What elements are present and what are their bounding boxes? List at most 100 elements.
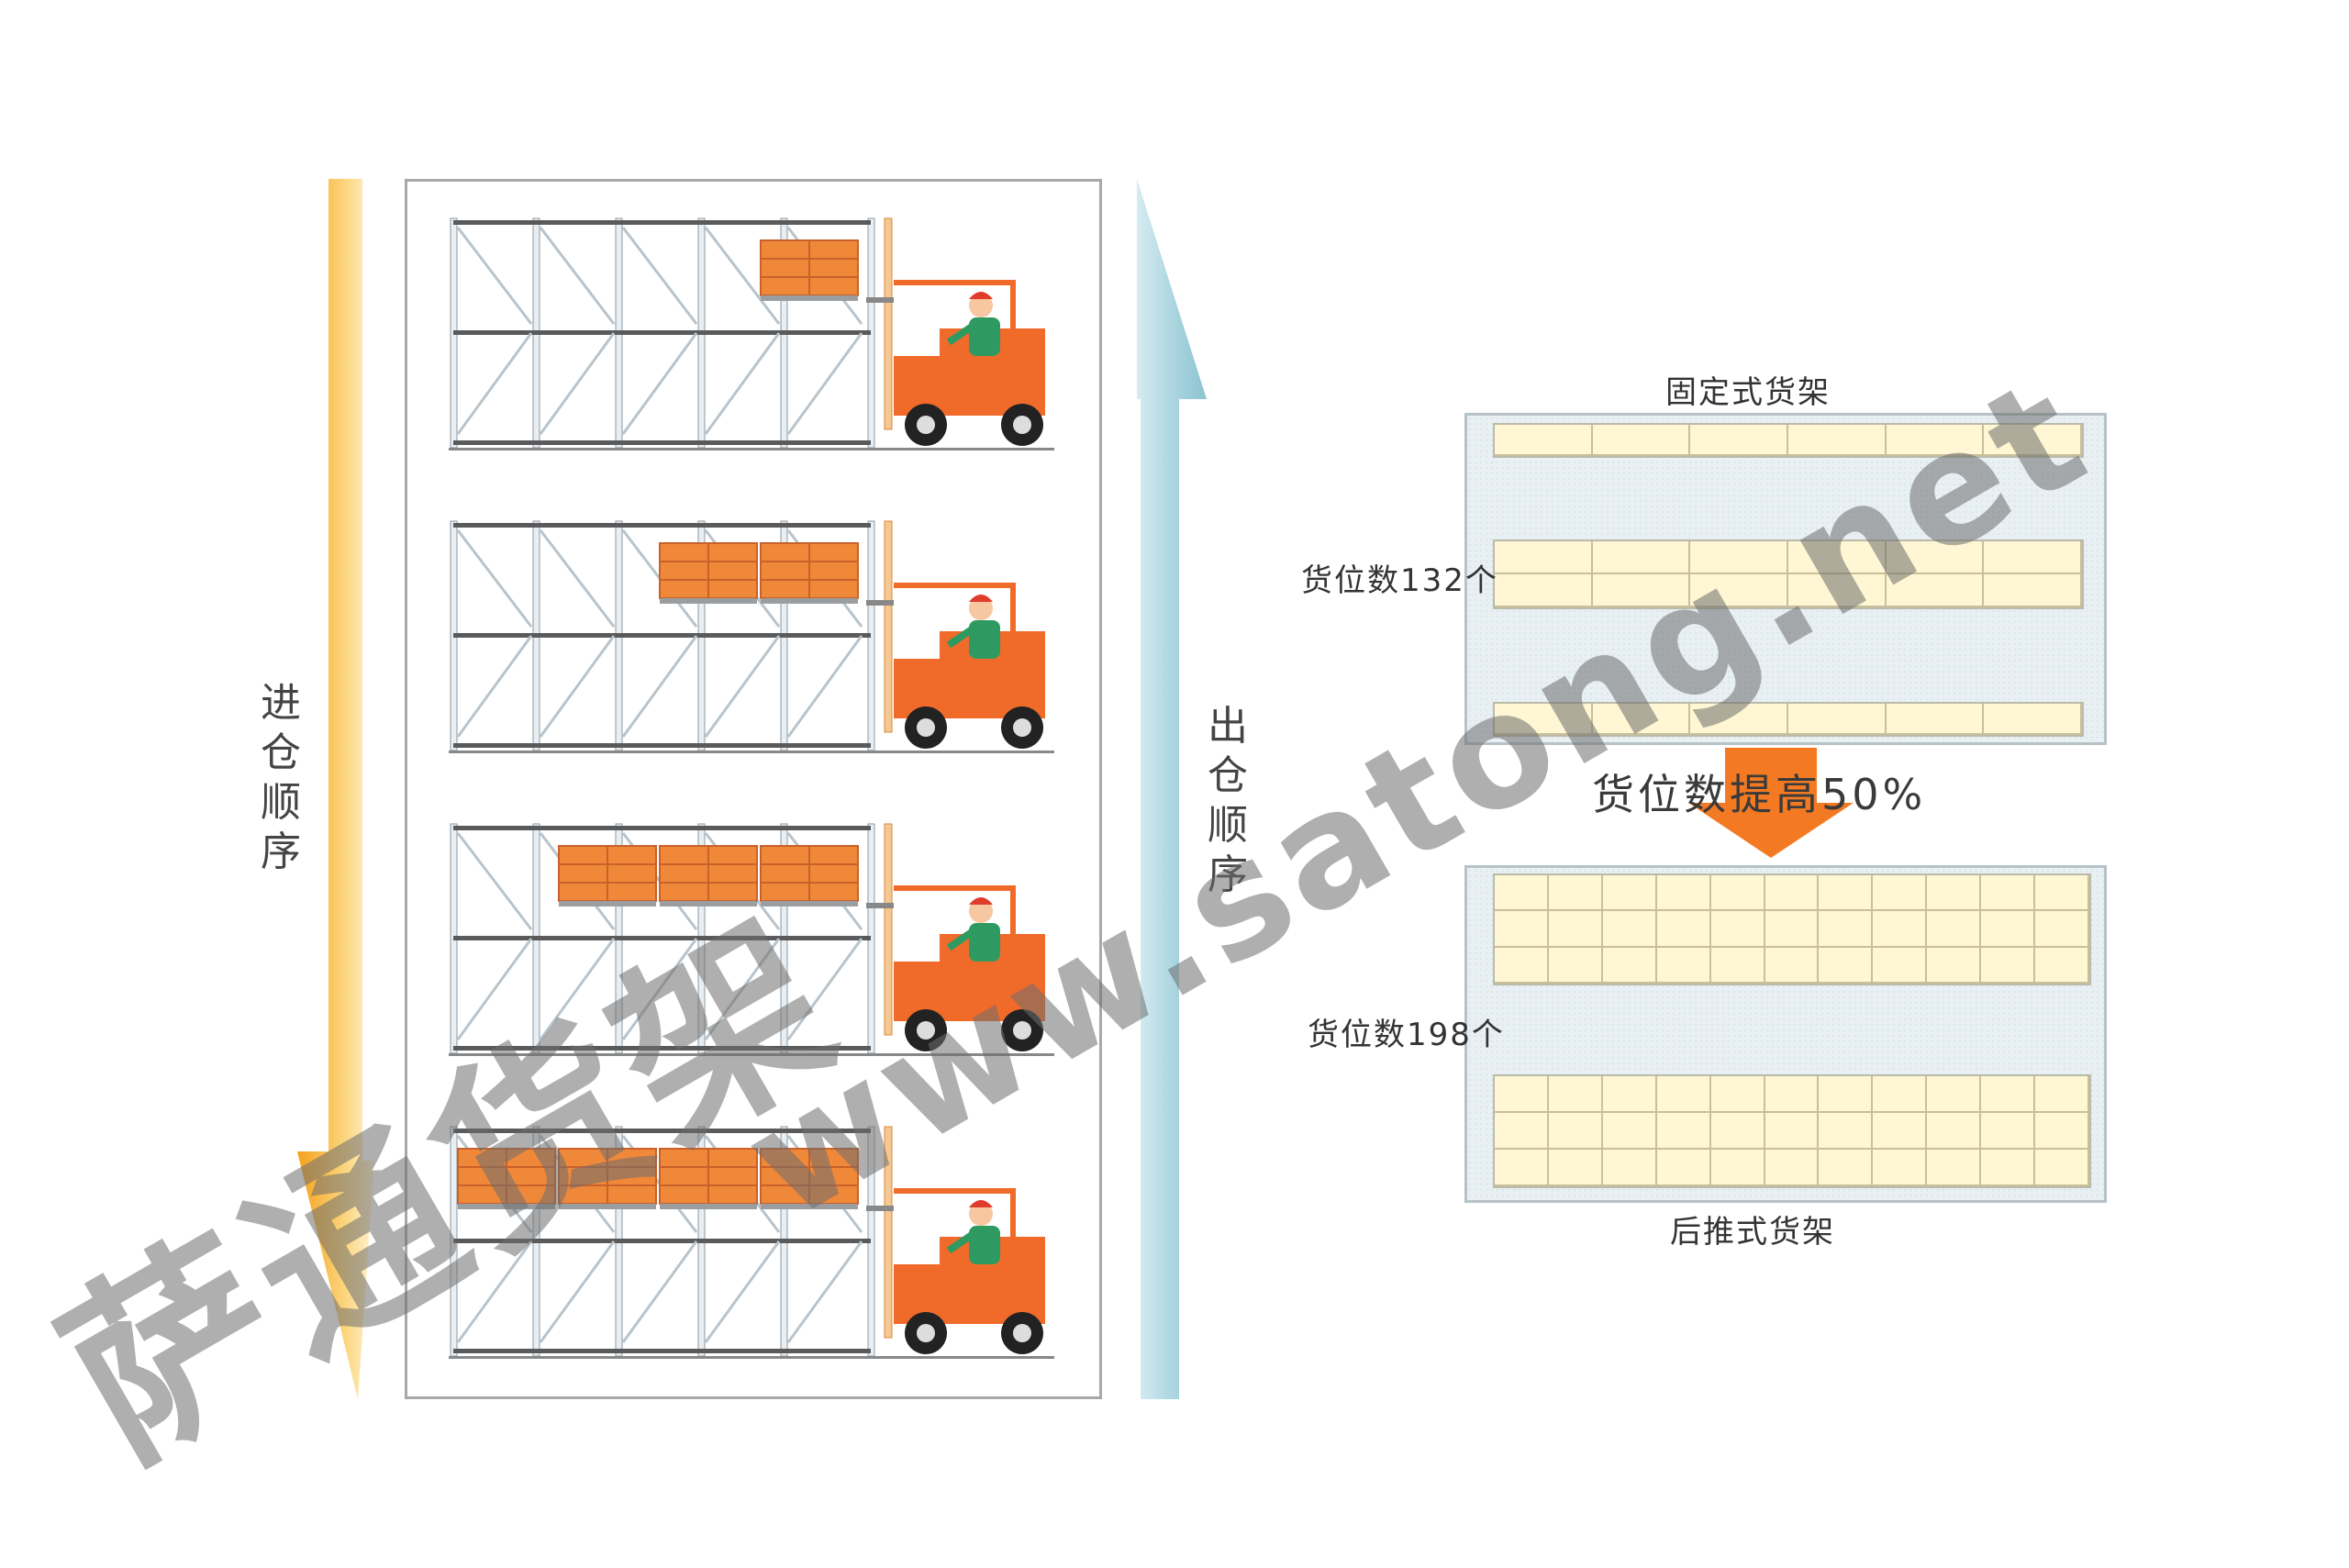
- storage-position: [1495, 1150, 1549, 1186]
- rack-brace: [621, 938, 698, 1040]
- storage-position: [1656, 875, 1711, 912]
- rack-brace: [456, 1240, 533, 1343]
- rack-brace: [456, 832, 533, 930]
- storage-position: [1690, 574, 1788, 607]
- pushback-rack-count: 货位数198个: [1308, 1017, 1505, 1053]
- storage-position: [1886, 704, 1985, 735]
- storage-position: [1819, 1076, 1874, 1113]
- rack-scene: [449, 217, 1054, 450]
- pallet-base: [761, 295, 858, 301]
- driver-helmet: [969, 1200, 993, 1207]
- rack-brace: [539, 938, 616, 1040]
- storage-position: [1787, 541, 1887, 574]
- floor-line: [449, 448, 1054, 450]
- fixed-rack-row-middle: [1493, 539, 2084, 609]
- storage-position: [1548, 947, 1603, 984]
- storage-position: [1984, 574, 2082, 607]
- storage-position: [1710, 1113, 1765, 1150]
- storage-position: [1548, 875, 1603, 912]
- storage-position: [1602, 1076, 1657, 1113]
- storage-position: [1592, 425, 1691, 456]
- storage-position: [1690, 541, 1788, 574]
- rack-brace: [539, 1240, 616, 1343]
- rack-brace: [786, 635, 863, 738]
- storage-position: [1710, 947, 1765, 984]
- storage-position: [1927, 947, 1982, 984]
- rack-brace: [786, 332, 863, 435]
- storage-position: [1873, 875, 1928, 912]
- rack-beam: [453, 220, 871, 225]
- rack-beam: [453, 1239, 871, 1243]
- storage-position: [1656, 911, 1711, 948]
- storage-position: [1873, 947, 1928, 984]
- pallet-base: [761, 1204, 858, 1209]
- storage-position: [1602, 875, 1657, 912]
- pallet-base: [761, 901, 858, 906]
- rack-beam: [453, 633, 871, 638]
- storage-position: [1981, 1150, 2036, 1186]
- increase-arrow: [1688, 748, 1854, 858]
- storage-position: [1592, 704, 1691, 735]
- floor-line: [449, 1053, 1054, 1056]
- driver-head: [969, 596, 993, 620]
- forklift-hub: [917, 1021, 935, 1040]
- inbound-order-label: 进 仓 顺 序: [261, 680, 301, 875]
- forklift-hub: [917, 416, 935, 434]
- floor-line: [449, 751, 1054, 753]
- storage-position: [1656, 947, 1711, 984]
- rack-brace: [621, 1240, 698, 1343]
- rack-brace: [621, 332, 698, 435]
- storage-position: [1981, 1113, 2036, 1150]
- driver-body: [969, 923, 1000, 962]
- storage-position: [2035, 911, 2089, 948]
- storage-position: [1548, 1076, 1603, 1113]
- forklift-body: [894, 328, 1045, 416]
- storage-position: [1495, 947, 1549, 984]
- rack-brace: [456, 332, 533, 435]
- forklift-fork: [866, 903, 894, 908]
- rack-brace: [704, 635, 781, 738]
- storage-position: [1592, 574, 1691, 607]
- fixed-rack-row-bottom: [1493, 702, 2084, 737]
- pallet-base: [761, 598, 858, 604]
- driver-head: [969, 1202, 993, 1226]
- storage-position: [2035, 1150, 2089, 1186]
- pallet-base: [660, 598, 757, 604]
- forklift-body: [894, 631, 1045, 718]
- storage-position: [1927, 1113, 1982, 1150]
- pushback-rack-block-bottom: [1493, 1074, 2091, 1188]
- rack-beam: [453, 936, 871, 940]
- forklift-body: [894, 1237, 1045, 1324]
- storage-position: [1495, 574, 1593, 607]
- storage-position: [1495, 875, 1549, 912]
- storage-position: [1495, 425, 1593, 456]
- driver-arm: [946, 626, 974, 649]
- rack-beam: [453, 1129, 871, 1133]
- forklift-body: [894, 934, 1045, 1021]
- storage-position: [1765, 1076, 1820, 1113]
- storage-position: [1495, 1076, 1549, 1113]
- forklift-mast: [884, 520, 893, 733]
- forklift-mast: [884, 1126, 893, 1339]
- rack-brace: [539, 635, 616, 738]
- inbound-arrow: [297, 179, 374, 1399]
- forklift-hub: [1013, 718, 1031, 737]
- pushback-loading-sequence-panel: [405, 179, 1102, 1399]
- pushback-rack-title: 后推式货架: [1670, 1214, 1835, 1251]
- storage-position: [1602, 1113, 1657, 1150]
- storage-position: [1495, 704, 1593, 735]
- storage-position: [1787, 704, 1887, 735]
- storage-position: [1927, 1150, 1982, 1186]
- driver-head: [969, 294, 993, 317]
- rack-beam: [453, 523, 871, 528]
- forklift-mast: [884, 217, 893, 430]
- rack-beam: [453, 743, 871, 748]
- storage-position: [1710, 911, 1765, 948]
- storage-position: [1602, 1150, 1657, 1186]
- storage-position: [1984, 704, 2082, 735]
- storage-position: [1886, 541, 1985, 574]
- storage-position: [1787, 425, 1887, 456]
- pallet-base: [660, 1204, 757, 1209]
- rack-brace: [704, 1240, 781, 1343]
- storage-position: [1548, 911, 1603, 948]
